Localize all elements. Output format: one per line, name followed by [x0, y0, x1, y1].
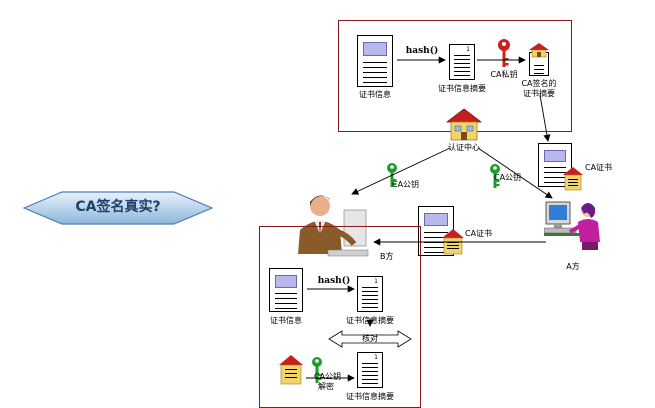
ca-signed-digest-label-line2: 证书摘要 — [523, 89, 555, 98]
party-b-label: B方 — [380, 252, 394, 261]
compare-label: 核对 — [362, 334, 378, 343]
decrypt-label: 解密 — [318, 382, 334, 391]
b-ca-public-key-label: CA公钥 — [314, 372, 342, 381]
ca-private-key-icon — [498, 39, 510, 67]
ca-public-key-left-label: CA公钥 — [392, 180, 420, 189]
ca-signed-digest-label-line1: CA签名的 — [521, 79, 557, 88]
ca-cert-top-label: CA证书 — [585, 163, 613, 172]
ca-center-label: 认证中心 — [448, 143, 480, 152]
b-signed-cert-icon — [279, 355, 303, 385]
party-b-person-icon — [298, 195, 369, 257]
diagram-title: CA签名真实? — [75, 199, 161, 215]
b-cert-info-label: 证书信息 — [270, 316, 302, 325]
party-a-label: A方 — [566, 262, 580, 271]
ca-public-key-right-label: CA公钥 — [494, 173, 522, 182]
compare-double-arrow — [328, 330, 412, 348]
b-ca-public-key-icon — [312, 357, 322, 383]
b-cert-digest-label: 证书信息摘要 — [346, 316, 394, 325]
ca-cert-seal-transfer-icon — [442, 229, 464, 255]
ca-private-key-label: CA私钥 — [490, 70, 518, 79]
party-a-person-icon — [544, 201, 600, 250]
b-hash-function-label: hash() — [317, 276, 351, 286]
ca-center-house-icon — [446, 108, 482, 141]
ca-cert-seal-a-icon — [563, 167, 583, 191]
ca-cert-mid-label: CA证书 — [465, 229, 493, 238]
b-cert-digest-document: 1 — [357, 276, 383, 312]
b-cert-info-document — [269, 268, 303, 312]
b-decrypted-digest-label: 证书信息摘要 — [346, 392, 394, 401]
cert-digest-document: 1 — [449, 44, 475, 80]
ca-seal-icon — [529, 43, 549, 58]
cert-info-label: 证书信息 — [359, 90, 391, 99]
title-diamond — [22, 191, 214, 225]
b-decrypted-digest-document: 1 — [357, 352, 383, 388]
cert-digest-label: 证书信息摘要 — [438, 84, 486, 93]
cert-info-document — [357, 35, 393, 87]
hash-function-label: hash() — [405, 46, 439, 56]
